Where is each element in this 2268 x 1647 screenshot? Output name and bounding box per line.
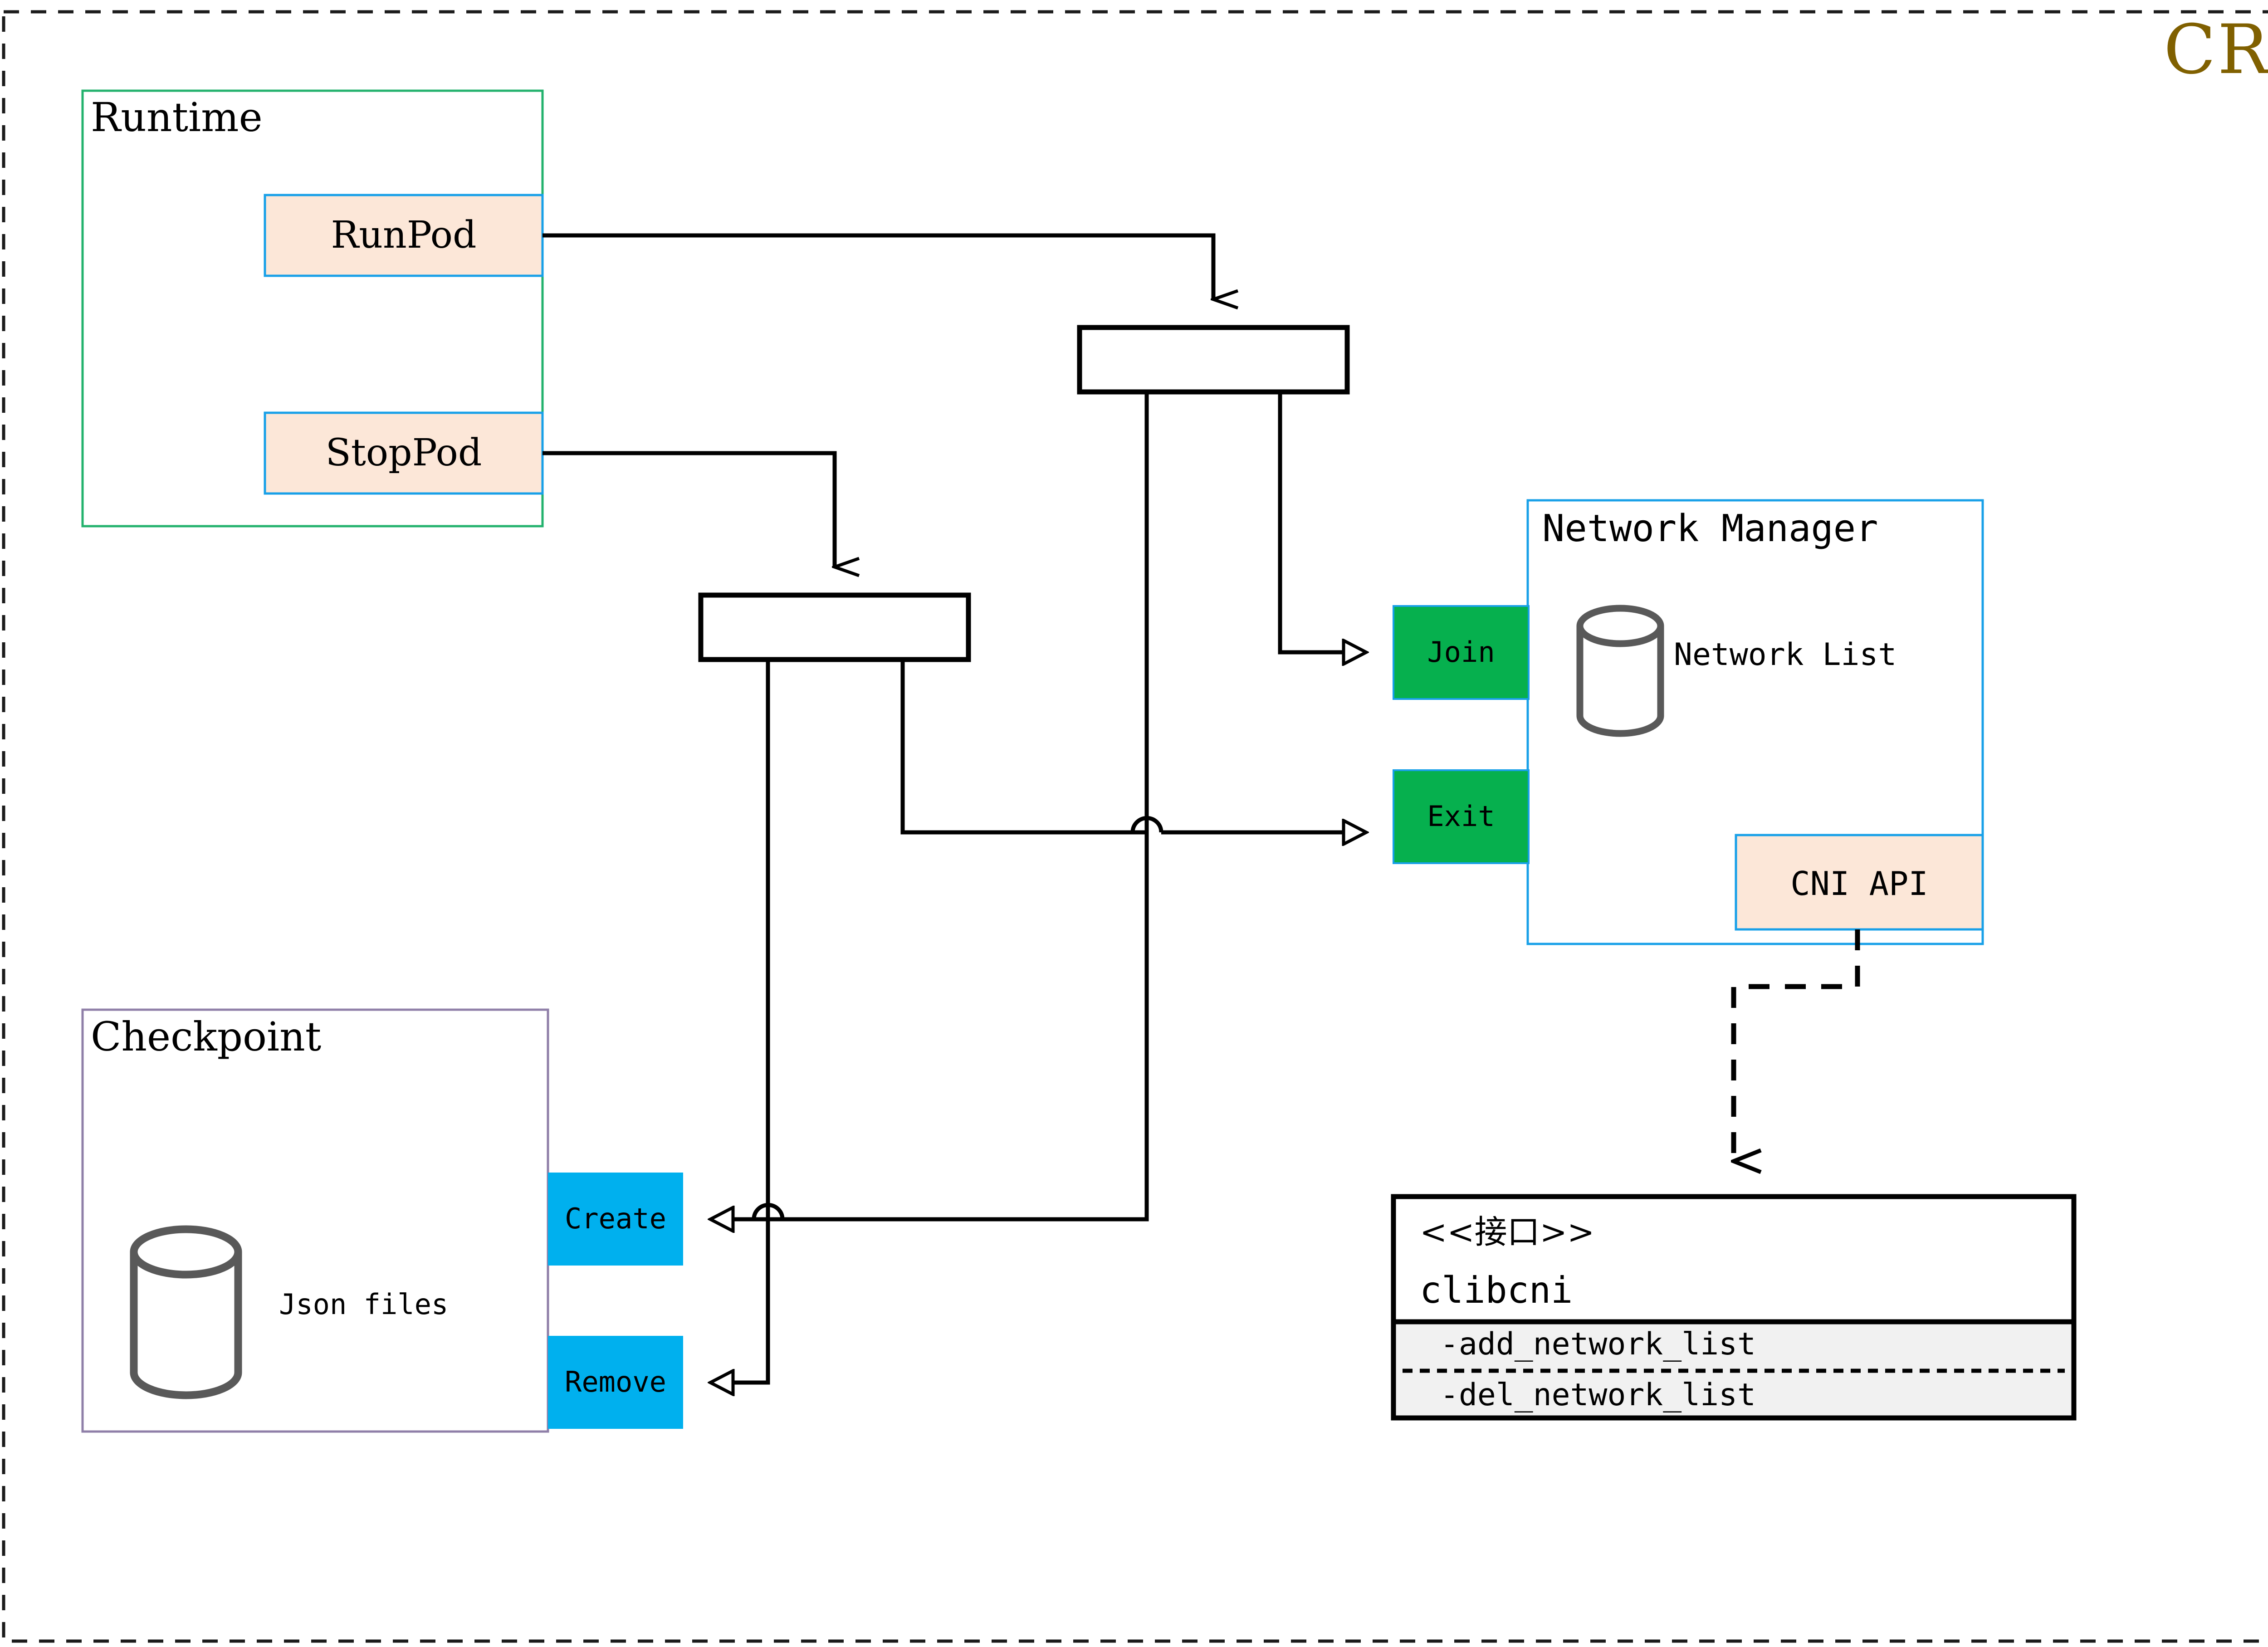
json-files-cylinder <box>130 1225 242 1399</box>
runtime-container <box>81 89 544 528</box>
stoppod-box <box>264 411 544 495</box>
edge-fork-to-join <box>1278 392 1365 652</box>
line-hop-exit-cross <box>1130 816 1163 833</box>
clibcni-method-del: -del_network_list <box>1440 1377 1756 1413</box>
clibcni-method-add: -add_network_list <box>1440 1326 1756 1362</box>
diagram-title: CRI <box>2164 10 2268 89</box>
cni-api-box <box>1735 834 1984 931</box>
stoppod-fork-bar <box>698 592 971 662</box>
exit-box <box>1393 769 1530 864</box>
stoppod-label[interactable]: StopPod <box>325 431 482 474</box>
edge-fork-to-create <box>711 392 1149 1219</box>
edge-stoppod-to-fork <box>543 451 835 567</box>
runtime-title: Runtime <box>91 94 263 141</box>
clibcni-name: clibcni <box>1420 1269 1573 1311</box>
join-box <box>1393 605 1530 700</box>
clibcni-header <box>1391 1194 2077 1324</box>
network-list-cylinder <box>1576 605 1664 737</box>
remove-box <box>548 1336 683 1429</box>
remove-label[interactable]: Remove <box>565 1365 666 1398</box>
edge-cniapi-to-clibcni <box>1734 929 1860 1161</box>
join-label[interactable]: Join <box>1427 635 1495 669</box>
runpod-label[interactable]: RunPod <box>331 214 477 257</box>
cni-api-label[interactable]: CNI API <box>1790 865 1928 903</box>
checkpoint-title: Checkpoint <box>91 1013 322 1060</box>
network-list-label: Network List <box>1674 637 1897 673</box>
clibcni-stereotype: <<接口>> <box>1420 1213 1595 1251</box>
network-manager-container <box>1526 499 1984 945</box>
line-hop-create-cross <box>752 1203 785 1220</box>
edge-fork-to-exit <box>900 660 1147 835</box>
edge-fork-to-remove <box>711 660 770 1383</box>
runpod-fork-bar <box>1077 325 1350 395</box>
outer-frame <box>2 10 2268 1643</box>
network-manager-title: Network Manager <box>1542 507 1878 550</box>
exit-label[interactable]: Exit <box>1427 800 1495 833</box>
json-files-label: Json files <box>279 1288 449 1321</box>
edge-runpod-to-fork <box>543 233 1213 299</box>
create-box <box>548 1173 683 1266</box>
create-label[interactable]: Create <box>565 1202 666 1235</box>
